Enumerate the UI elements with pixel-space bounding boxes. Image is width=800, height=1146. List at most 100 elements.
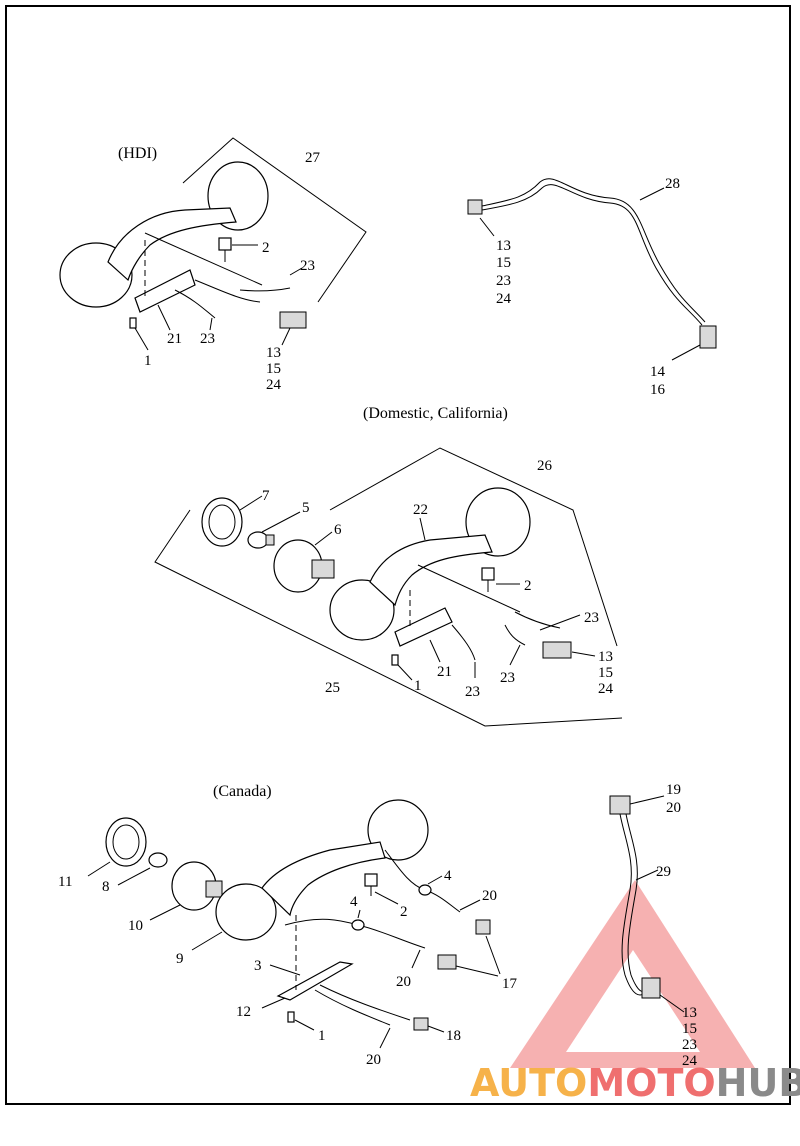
harness-connector-a bbox=[467, 199, 483, 215]
kit-boundary-25 bbox=[154, 509, 623, 727]
lens-7 bbox=[201, 497, 243, 547]
screw-1 bbox=[391, 654, 399, 666]
callout-24: 24 bbox=[496, 291, 512, 307]
leader-6 bbox=[314, 531, 333, 546]
watermark-triangle-inner bbox=[566, 950, 700, 1052]
leader-21 bbox=[157, 304, 171, 331]
lens-7-inner bbox=[208, 504, 236, 540]
callout-18: 18 bbox=[446, 1028, 461, 1044]
bolt-head bbox=[218, 237, 232, 251]
harness-wire-29b bbox=[625, 813, 651, 993]
callout-13: 13 bbox=[266, 345, 281, 361]
callout-1: 1 bbox=[414, 678, 422, 694]
harness-connector-19 bbox=[609, 795, 631, 815]
section-title-hdi: (HDI) bbox=[118, 145, 157, 162]
callout-23: 23 bbox=[682, 1037, 697, 1053]
callout-17: 17 bbox=[502, 976, 518, 992]
callout-19: 19 bbox=[666, 782, 681, 798]
leader-23a bbox=[289, 267, 303, 276]
callout-3: 3 bbox=[254, 958, 262, 974]
wire-a bbox=[194, 279, 261, 303]
license-lamp-21 bbox=[394, 607, 453, 647]
callout-1: 1 bbox=[318, 1028, 326, 1044]
callout-2: 2 bbox=[262, 240, 270, 256]
mounting-rod bbox=[144, 232, 263, 286]
callout-2: 2 bbox=[524, 578, 532, 594]
lamp-housing-right bbox=[367, 799, 429, 861]
callout-20: 20 bbox=[666, 800, 681, 816]
lens-11-inner bbox=[112, 824, 140, 860]
screw-1 bbox=[287, 1011, 295, 1023]
leader-20b bbox=[411, 949, 421, 969]
leader-20a bbox=[459, 899, 481, 911]
callout-4: 4 bbox=[444, 868, 452, 884]
socket-10-stem bbox=[205, 880, 223, 898]
callout-23: 23 bbox=[584, 610, 599, 626]
leader-22 bbox=[419, 517, 426, 541]
callout-23: 23 bbox=[496, 273, 511, 289]
diagram-frame bbox=[5, 5, 791, 1105]
leader-3 bbox=[269, 964, 301, 976]
leader-17a bbox=[485, 935, 501, 975]
leader-13 bbox=[479, 217, 495, 237]
lamp-housing-left bbox=[329, 579, 395, 641]
callout-13: 13 bbox=[598, 649, 613, 665]
harness-29 bbox=[609, 795, 685, 1013]
connector-13 bbox=[279, 311, 307, 329]
wire-c bbox=[239, 287, 291, 292]
callout-27: 27 bbox=[305, 150, 321, 166]
connector-17b bbox=[437, 954, 457, 970]
bulb-8 bbox=[148, 852, 168, 868]
leader-14 bbox=[671, 344, 701, 361]
callout-9: 9 bbox=[176, 951, 184, 967]
watermark-auto: AUTO bbox=[470, 1061, 587, 1105]
leader-10 bbox=[149, 904, 181, 921]
license-lamp bbox=[134, 269, 196, 313]
callout-4: 4 bbox=[350, 894, 358, 910]
leader-18 bbox=[427, 1025, 445, 1033]
callout-13: 13 bbox=[682, 1005, 697, 1021]
bulb-5-base bbox=[265, 534, 275, 546]
leader-1 bbox=[294, 1019, 315, 1031]
license-lamp-3 bbox=[276, 961, 354, 1001]
callout-20: 20 bbox=[396, 974, 411, 990]
canada-assembly bbox=[87, 799, 501, 1049]
callout-15: 15 bbox=[496, 255, 511, 271]
bolt-2 bbox=[481, 567, 495, 581]
wire-b bbox=[514, 611, 561, 629]
callout-13: 13 bbox=[496, 238, 511, 254]
wire-lamp-b bbox=[314, 989, 391, 1026]
callout-15: 15 bbox=[598, 665, 613, 681]
lens-11 bbox=[105, 817, 147, 867]
callout-23: 23 bbox=[200, 331, 215, 347]
callout-24: 24 bbox=[266, 377, 282, 393]
leader-1 bbox=[397, 664, 413, 681]
callout-15: 15 bbox=[266, 361, 281, 377]
callout-14: 14 bbox=[650, 364, 666, 380]
socket-6-stem bbox=[311, 559, 335, 579]
connector-13 bbox=[542, 641, 572, 659]
leader-9 bbox=[191, 931, 223, 951]
section-title-domestic: (Domestic, California) bbox=[363, 405, 508, 422]
mounting-bracket bbox=[261, 841, 386, 917]
leader-2 bbox=[374, 891, 399, 905]
callout-7: 7 bbox=[262, 488, 270, 504]
bulb-5 bbox=[247, 531, 269, 549]
leader-4b bbox=[357, 909, 361, 919]
lamp-housing-9 bbox=[215, 883, 277, 941]
bolt-2 bbox=[364, 873, 378, 887]
callout-23: 23 bbox=[465, 684, 480, 700]
leader-23a bbox=[539, 614, 581, 631]
kit-boundary-27 bbox=[182, 137, 367, 303]
watermark-hub: HUB bbox=[716, 1061, 800, 1105]
watermark-wordmark: AUTOMOTOHUB bbox=[470, 1061, 800, 1105]
leader-4a bbox=[427, 875, 443, 885]
callout-10: 10 bbox=[128, 918, 143, 934]
wire-c bbox=[504, 624, 526, 646]
connector-17a bbox=[475, 919, 491, 935]
callout-5: 5 bbox=[302, 500, 310, 516]
leader-13 bbox=[281, 327, 291, 346]
leader-17b bbox=[455, 965, 499, 977]
mounting-rod bbox=[417, 564, 521, 613]
callout-24: 24 bbox=[598, 681, 614, 697]
